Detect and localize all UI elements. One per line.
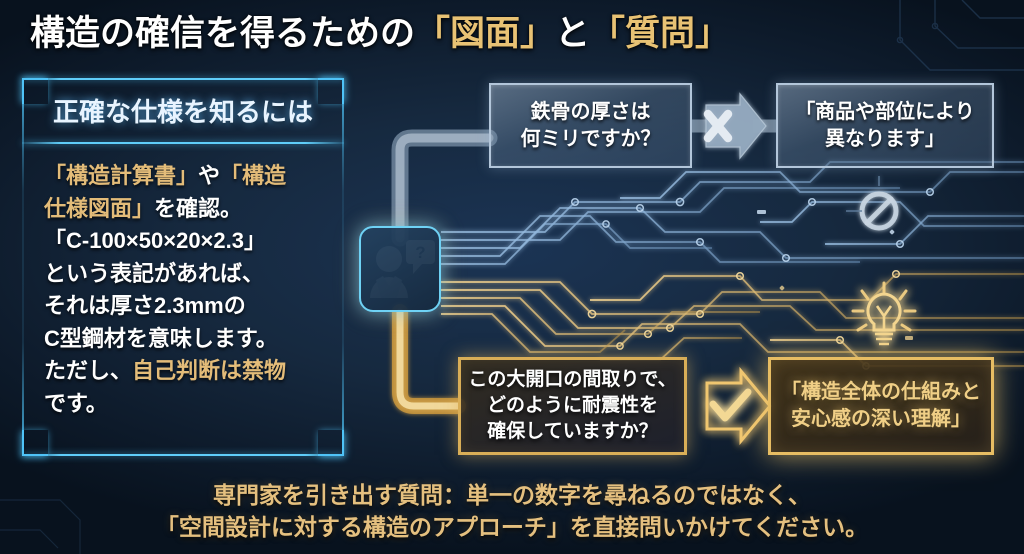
panel-body-line: C型鋼材を意味します。	[44, 325, 278, 351]
bad-question-line-1: 鉄骨の厚さは	[530, 101, 651, 124]
gold-circuit-traces	[441, 273, 1024, 367]
prohibition-icon	[846, 176, 899, 231]
title-seg-1: 構造の確信を得るための	[30, 14, 416, 53]
panel-corner-bottom-right	[318, 430, 344, 456]
panel-header-bottom-rule	[22, 142, 344, 144]
panel-body-line: ただし、自己判断は禁物	[44, 355, 334, 388]
panel-body-line: それは厚さ2.3mmの	[44, 293, 246, 319]
good-question-line-1: この大開口の間取りで、	[468, 369, 677, 391]
title-seg-2: 「図面」	[415, 14, 556, 53]
panel-body-line: 「構造計算書」や「構造	[44, 160, 334, 193]
title-seg-3: と	[555, 14, 591, 53]
vague-answer-line-1: 「商品や部位により	[795, 101, 975, 124]
good-answer-box[interactable]: 「構造全体の仕組みと 安心感の深い理解」	[768, 357, 994, 455]
silver-circuit-traces	[441, 161, 1024, 265]
person-node-frame[interactable]	[359, 226, 441, 312]
title-seg-4: 「質問」	[590, 14, 731, 53]
good-question-line-2: どのように耐震性を	[486, 395, 658, 417]
panel-line-0-part-1: や	[198, 163, 221, 188]
panel-line-1-part-0: 仕様図面」	[44, 195, 155, 221]
check-arrow-icon	[705, 366, 772, 446]
panel-right-border	[342, 78, 344, 456]
gold-connector-pipe	[392, 304, 466, 414]
silver-trace-nodes	[570, 187, 935, 263]
panel-left-border	[22, 78, 24, 456]
panel-header-top-rule	[22, 78, 344, 80]
panel-corner-bottom-left	[22, 430, 48, 456]
bad-question-line-2: 何ミリですか？	[520, 127, 661, 150]
corner-circuit-decoration	[896, 0, 1024, 71]
vague-answer-box[interactable]: 「商品や部位により 異なります」	[776, 83, 994, 168]
panel-line-0-part-0: 「構造計算書」	[44, 163, 199, 188]
page-title: 構造の確信を得るための「図面」と「質問」	[30, 8, 830, 60]
panel-body-line: です。	[44, 390, 108, 416]
panel-line-0-part-2: 「構造	[220, 163, 287, 188]
panel-line-1-part-1: を確認。	[154, 195, 243, 221]
cross-mark-icon	[703, 92, 767, 160]
spec-panel-body: 「構造計算書」や「構造 仕様図面」を確認。 「C-100×50×20×2.3」 …	[44, 160, 334, 420]
spec-panel: 正確な仕様を知るには 「構造計算書」や「構造 仕様図面」を確認。 「C-100×…	[22, 78, 344, 456]
steel-connector-pipe	[391, 129, 498, 247]
good-question-box[interactable]: この大開口の間取りで、 どのように耐震性を 確保していますか？	[458, 357, 687, 455]
panel-body-line: という表記があれば、	[44, 260, 265, 286]
caption-line-2: 「空間設計に対する構造のアプローチ」を直接問いかけてください。	[155, 514, 869, 541]
caption-line-1: 専門家を引き出す質問：単一の数字を尋ねるのではなく、	[213, 481, 811, 508]
good-answer-line-1: 「構造全体の仕組みと	[781, 380, 981, 403]
panel-line-6-part-1: 自己判断は禁物	[132, 358, 287, 384]
panel-line-6-part-0: ただし、	[44, 358, 133, 384]
gold-trace-nodes	[587, 269, 901, 370]
lightbulb-icon	[851, 281, 917, 346]
spec-panel-header: 正確な仕様を知るには	[52, 96, 313, 127]
summary-caption: 専門家を引き出す質問：単一の数字を尋ねるのではなく、 「空間設計に対する構造のア…	[0, 479, 1024, 544]
panel-bottom-rule	[22, 454, 344, 456]
good-answer-line-2: 安心感の深い理解」	[791, 408, 971, 430]
panel-body-line: 仕様図面」を確認。	[44, 193, 334, 226]
bad-question-box[interactable]: 鉄骨の厚さは 何ミリですか？	[489, 83, 692, 168]
good-question-line-3: 確保していますか？	[487, 420, 658, 442]
vague-answer-line-2: 異なります」	[825, 127, 945, 150]
panel-body-line: 「C-100×50×20×2.3」	[44, 228, 266, 254]
